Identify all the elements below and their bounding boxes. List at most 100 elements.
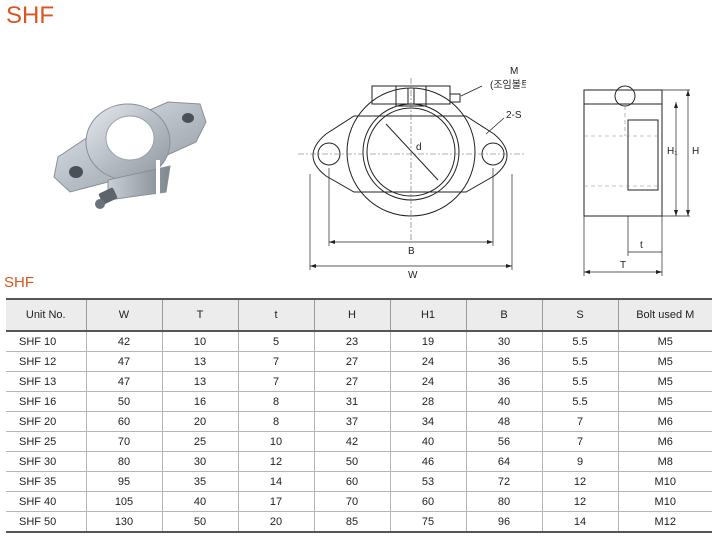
table-cell: 5.5	[541, 330, 619, 352]
column-header: Bolt used M	[617, 298, 712, 332]
table-row: SHF 20 60 20 8 37 34 48 7 M6	[6, 411, 712, 432]
table-cell: 27	[313, 351, 391, 372]
table-cell: 75	[389, 511, 467, 533]
table-cell: 14	[237, 471, 315, 492]
table-cell: M5	[617, 351, 712, 372]
table-cell: SHF 25	[6, 431, 87, 452]
table-cell: 30	[161, 451, 239, 472]
table-cell: M12	[617, 511, 712, 533]
table-cell: 9	[541, 451, 619, 472]
table-cell: 42	[85, 330, 163, 352]
label-h1: H₁	[667, 146, 678, 157]
label-bolt-note: (조임볼트)	[490, 78, 526, 91]
column-header: Unit No.	[6, 298, 87, 332]
column-header: t	[237, 298, 315, 332]
column-header: H	[313, 298, 391, 332]
side-view-drawing: H₁ H t T	[583, 85, 699, 276]
table-header-row: Unit No. W T t H H1 B S Bolt used M	[6, 298, 712, 332]
table-cell: 40	[465, 391, 543, 412]
table-cell: 40	[161, 491, 239, 512]
table-cell: SHF 30	[6, 451, 87, 472]
table-row: SHF 12 47 13 7 27 24 36 5.5 M5	[6, 351, 712, 372]
table-cell: 7	[237, 351, 315, 372]
table-cell: 130	[85, 511, 163, 533]
label-2s: 2-S	[506, 110, 522, 121]
table-cell: 5.5	[541, 391, 619, 412]
table-cell: 19	[389, 330, 467, 352]
table-cell: 5.5	[541, 371, 619, 392]
table-row: SHF 16 50 16 8 31 28 40 5.5 M5	[6, 391, 712, 412]
table-cell: 60	[389, 491, 467, 512]
table-cell: M5	[617, 371, 712, 392]
table-cell: 34	[389, 411, 467, 432]
table-cell: 27	[313, 371, 391, 392]
table-cell: 37	[313, 411, 391, 432]
table-cell: 5	[237, 330, 315, 352]
spec-table: Unit No. W T t H H1 B S Bolt used M SHF …	[6, 298, 712, 533]
table-cell: 50	[313, 451, 391, 472]
table-row: SHF 40 105 40 17 70 60 80 12 M10	[6, 491, 712, 512]
table-cell: 8	[237, 411, 315, 432]
table-cell: SHF 20	[6, 411, 87, 432]
table-row: SHF 25 70 25 10 42 40 56 7 M6	[6, 431, 712, 452]
table-cell: 105	[85, 491, 163, 512]
table-cell: 10	[161, 330, 239, 352]
table-cell: SHF 12	[6, 351, 87, 372]
table-cell: 20	[161, 411, 239, 432]
table-cell: 24	[389, 351, 467, 372]
table-cell: 50	[85, 391, 163, 412]
product-photo	[53, 101, 207, 209]
table-cell: 48	[465, 411, 543, 432]
table-cell: M8	[617, 451, 712, 472]
column-header: B	[465, 298, 543, 332]
table-cell: 13	[161, 351, 239, 372]
table-cell: 35	[161, 471, 239, 492]
table-cell: 53	[389, 471, 467, 492]
table-cell: 31	[313, 391, 391, 412]
table-cell: 70	[313, 491, 391, 512]
label-t-large: T	[620, 260, 626, 271]
table-cell: 47	[85, 351, 163, 372]
table-cell: 12	[541, 471, 619, 492]
front-view-drawing: M (조임볼트) 2-S d B W	[298, 66, 526, 281]
table-cell: M6	[617, 411, 712, 432]
table-cell: 95	[85, 471, 163, 492]
page-title: SHF	[6, 2, 54, 29]
table-cell: 42	[313, 431, 391, 452]
table-cell: 5.5	[541, 351, 619, 372]
table-cell: SHF 40	[6, 491, 87, 512]
table-cell: 25	[161, 431, 239, 452]
table-cell: 96	[465, 511, 543, 533]
table-cell: 60	[313, 471, 391, 492]
table-cell: 56	[465, 431, 543, 452]
table-cell: 23	[313, 330, 391, 352]
table-cell: 50	[161, 511, 239, 533]
table-cell: SHF 13	[6, 371, 87, 392]
table-cell: 70	[85, 431, 163, 452]
table-cell: 12	[237, 451, 315, 472]
column-header: T	[161, 298, 239, 332]
table-cell: 80	[85, 451, 163, 472]
table-cell: 17	[237, 491, 315, 512]
table-cell: 60	[85, 411, 163, 432]
label-d: d	[416, 142, 422, 153]
table-row: SHF 10 42 10 5 23 19 30 5.5 M5	[6, 330, 712, 352]
table-cell: 80	[465, 491, 543, 512]
table-cell: 12	[541, 491, 619, 512]
table-cell: SHF 50	[6, 511, 87, 533]
table-cell: 72	[465, 471, 543, 492]
table-cell: 13	[161, 371, 239, 392]
label-m: M	[510, 66, 518, 77]
label-b: B	[408, 246, 415, 257]
table-cell: SHF 10	[6, 330, 87, 352]
table-cell: 14	[541, 511, 619, 533]
table-cell: M5	[617, 330, 712, 352]
label-t-small: t	[640, 240, 643, 251]
table-cell: 47	[85, 371, 163, 392]
table-cell: M10	[617, 471, 712, 492]
table-row: SHF 30 80 30 12 50 46 64 9 M8	[6, 451, 712, 472]
table-cell: SHF 16	[6, 391, 87, 412]
label-h: H	[692, 146, 699, 157]
table-row: SHF 35 95 35 14 60 53 72 12 M10	[6, 471, 712, 492]
table-cell: 7	[541, 411, 619, 432]
